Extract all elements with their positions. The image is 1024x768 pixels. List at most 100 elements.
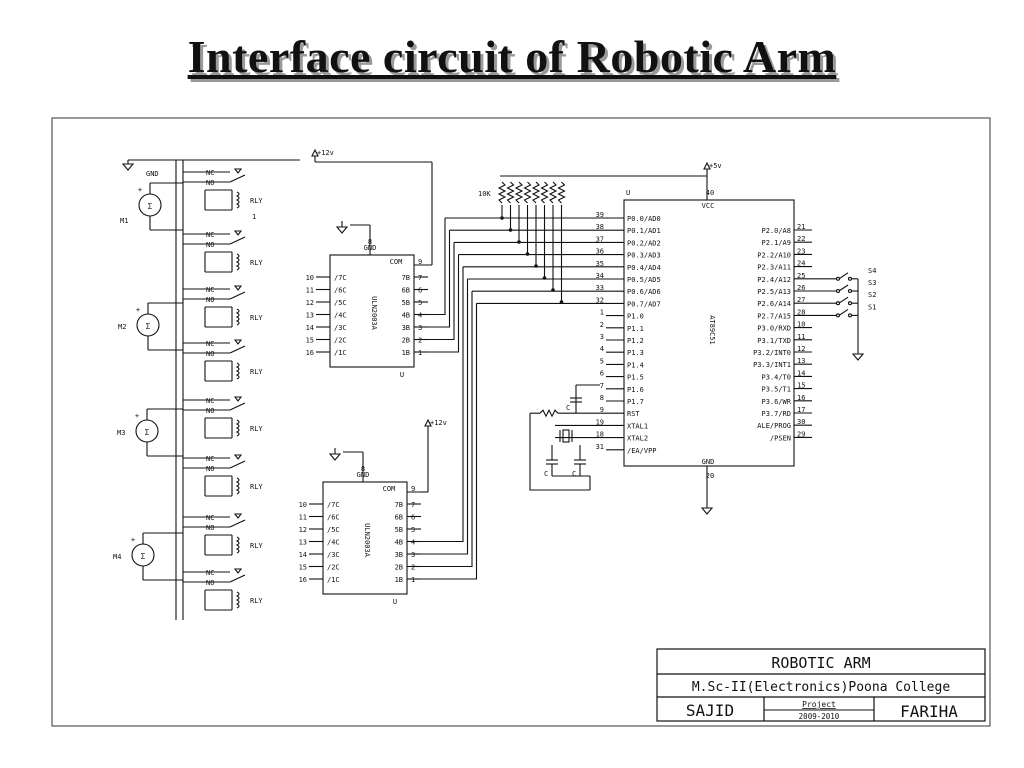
mcu-gnd-label: GND [702, 458, 715, 466]
mcu-left-pin-name: XTAL1 [627, 422, 648, 430]
motor-m4: Σ+M4 [113, 532, 183, 581]
mcu-left-pin-num: 32 [596, 296, 604, 304]
switch-contact [847, 301, 853, 306]
mcu-right-pin-num: 11 [797, 333, 805, 341]
switch-label: S3 [868, 279, 876, 287]
mcu-left-pin-num: 8 [600, 394, 604, 402]
relay-coil [235, 191, 240, 209]
mcu-left-pin-name: P1.3 [627, 349, 644, 357]
uln-out-pin: 4 [418, 312, 422, 320]
relay-coil [235, 536, 240, 554]
uln-pin-name: /2C [334, 337, 347, 345]
mcu-ref: U [626, 189, 630, 197]
mcu-right-pin-name: P2.5/A13 [757, 288, 791, 296]
port0-drop [428, 254, 460, 353]
uln-out-pin: 3 [411, 551, 415, 559]
mcu-left-pin-name: RST [627, 410, 640, 418]
mcu-left-pin-name: P0.3/AD3 [627, 252, 661, 260]
uln-out-pin: 2 [418, 337, 422, 345]
uln-pin-name: /7C [327, 501, 340, 509]
uln-out-pin: 1 [411, 576, 415, 584]
uln-out-pin: 4 [411, 539, 415, 547]
uln-out-pin: 6 [418, 287, 422, 295]
uln-com-pin: 9 [418, 258, 422, 266]
uln-name: ULN2003A [363, 523, 371, 558]
mcu-gnd-pin: 20 [706, 472, 714, 480]
motor-plus: + [135, 412, 139, 420]
uln-out-name: 5B [402, 299, 410, 307]
switch-label: S2 [868, 291, 876, 299]
wire [229, 574, 246, 583]
contact-arrow [233, 454, 243, 460]
drawing-frame [51, 117, 991, 727]
uln-pin-name: /5C [334, 299, 347, 307]
uln-pin-name: /1C [334, 349, 347, 357]
mcu-left-pin-name: /EA/VPP [627, 447, 657, 455]
uln-pin-num: 15 [306, 337, 314, 345]
capacitor-label: C [572, 470, 576, 478]
mcu-right-pin-name: P3.7/RD [761, 410, 791, 418]
uln-pin-name: /3C [334, 324, 347, 332]
mcu-left-pin-name: P0.6/AD6 [627, 288, 661, 296]
motor-plus: + [138, 186, 142, 194]
mcu-left-pin-num: 31 [596, 443, 604, 451]
mcu-left-pin-name: P0.2/AD2 [627, 239, 661, 247]
uln-out-name: 1B [402, 349, 410, 357]
motor-plus: + [131, 536, 135, 544]
relay-label: RLY [250, 597, 263, 605]
mcu-right-pin-name: P2.2/A10 [757, 251, 791, 259]
uln-pin-name: /2C [327, 564, 340, 572]
resistor-element [557, 181, 566, 204]
title-block-course: M.Sc-II(Electronics)Poona College [692, 680, 950, 695]
supply-label: +12v [317, 149, 334, 157]
mcu-right-pin-num: 25 [797, 272, 805, 280]
mcu-right-pin-name: P3.6/WR [761, 398, 791, 406]
relay-label: RLY [250, 259, 263, 267]
mcu-right-pin-name: P3.5/T1 [761, 386, 791, 394]
relay-nc-label: NC [206, 286, 214, 294]
mcu-right-pin-name: P3.4/T0 [761, 373, 791, 381]
mcu-right-pin-name: P3.1/TXD [757, 337, 791, 345]
relay-nc-label: NC [206, 569, 214, 577]
uln-ref: U [393, 598, 397, 606]
mcu-right-pin-num: 26 [797, 284, 805, 292]
mcu-right-pin-name: /PSEN [770, 434, 791, 442]
mcu-left-pin-num: 1 [600, 309, 604, 317]
uln-pin-num: 14 [299, 551, 307, 559]
relay-coil [235, 477, 240, 495]
relay-nc-label: NC [206, 231, 214, 239]
uln-pin-num: 12 [306, 299, 314, 307]
port0-drop [421, 279, 469, 555]
reset-resistor [539, 408, 559, 418]
uln-ref: U [400, 371, 404, 379]
mcu-right-pin-num: 15 [797, 382, 805, 390]
uln-out-name: 2B [395, 564, 403, 572]
resistor-pack-10k: 10K [478, 175, 707, 304]
contact-arrow [233, 230, 243, 236]
mcu-vcc-pin: 40 [706, 189, 714, 197]
mcu-left-pin-num: 6 [600, 370, 604, 378]
relay-no-label: NO [206, 407, 214, 415]
port0-bus [421, 217, 606, 580]
port0-drop [428, 242, 455, 341]
relay-coil [235, 253, 240, 271]
wire [229, 174, 246, 183]
relay-label: RLY [250, 483, 263, 491]
mcu-left-pin-name: P0.1/AD1 [627, 227, 661, 235]
mcu-right-pin-num: 13 [797, 357, 805, 365]
uln-pin-name: /5C [327, 526, 340, 534]
mcu-right-pin-num: 27 [797, 296, 805, 304]
title-block-left-name: SAJID [686, 701, 734, 720]
resistor-element [548, 181, 558, 204]
mcu-left-pin-name: XTAL2 [627, 435, 648, 443]
mcu-right-pin-name: P2.0/A8 [761, 227, 791, 235]
mcu-left-pin-num: 9 [600, 406, 604, 414]
mcu-left-pin-name: P0.5/AD5 [627, 276, 661, 284]
